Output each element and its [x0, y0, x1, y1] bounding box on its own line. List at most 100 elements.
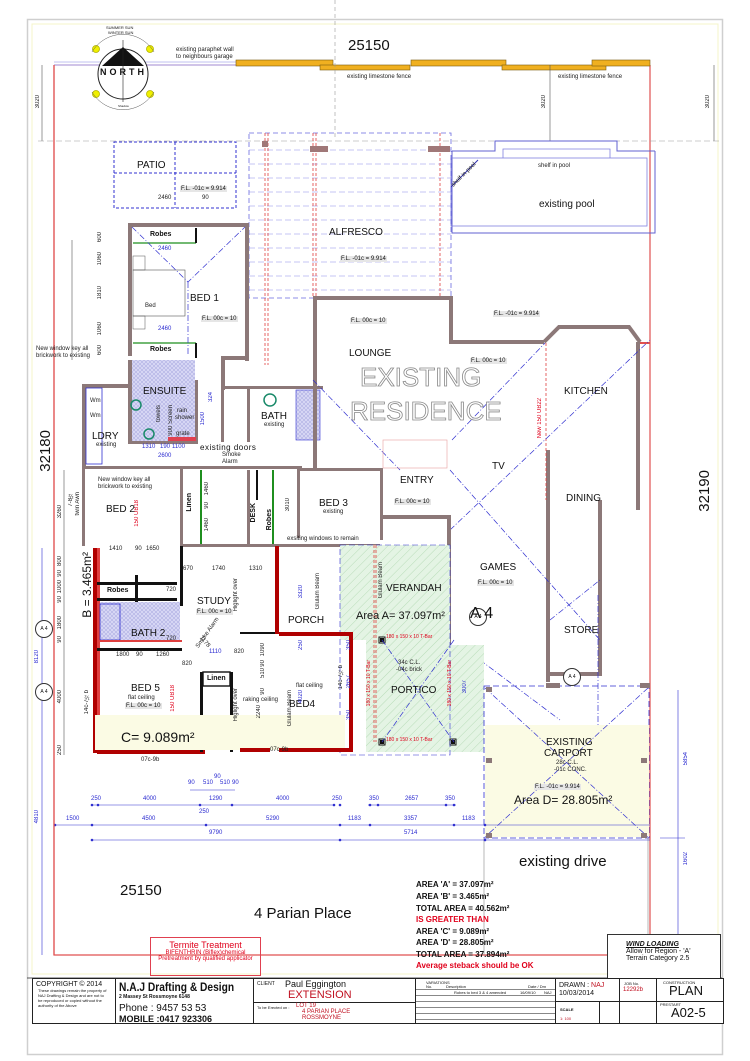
- dim-porch-3320: 3320: [298, 585, 304, 599]
- room-tv: TV: [492, 461, 505, 472]
- variation-1-desc: Robes to bed 3 & 4 amended: [454, 990, 507, 995]
- wind-line2: Terrain Category 2.5: [626, 955, 690, 962]
- dim-bed5-4000: 4000: [57, 690, 63, 704]
- robes-bottom-label: Robes: [150, 346, 172, 353]
- new-window-note-1a: New window key all: [36, 346, 89, 352]
- bed-furniture-label: Bed: [145, 303, 156, 309]
- room-ensuite: ENSUITE: [143, 386, 187, 397]
- tbar-top: 180 x 150 x 10 T-Bar: [386, 634, 433, 640]
- fl-games: F.L. 00c = 10: [477, 580, 514, 586]
- fence-note-right: existing limestone fence: [558, 74, 623, 80]
- section-marker-2[interactable]: A 4: [35, 683, 53, 701]
- dim-left-1800: 1800: [57, 616, 63, 630]
- tbar-right: 180 x 150 x 10 T-Bar: [447, 660, 453, 707]
- bottom-boundary-dimension: 25150: [120, 882, 162, 899]
- robes-bed3-label: Robes: [266, 509, 273, 531]
- dim-bed4-90a: 90: [260, 660, 266, 667]
- linen-label-1: Linen: [186, 493, 193, 512]
- front-dim-4000a: 4000: [143, 796, 157, 802]
- twin-awn-label-2: twin Awn: [75, 492, 81, 516]
- plan-label: PLAN: [669, 983, 703, 998]
- front-dim-1183a: 1183: [348, 816, 361, 822]
- drawing-date: 10/03/2014: [559, 990, 595, 997]
- existing-doors-note: existing doors: [200, 443, 257, 452]
- dim-ensuite-190: 190: [160, 444, 171, 450]
- variations-cell: VARIATIONS No. Description Date / Drn Ro…: [416, 979, 556, 1023]
- section-marker-3[interactable]: A 4: [469, 608, 487, 626]
- existing-drive-label: existing drive: [519, 853, 607, 870]
- dim-bed1-1810: 1810: [97, 286, 103, 300]
- wm-label-2: Wm: [90, 413, 101, 419]
- front-setback-left: 4810: [34, 810, 40, 824]
- dim-bed2-1650: 1650: [146, 546, 160, 552]
- termite-line2: Pretreatment by qualified applicator: [158, 956, 253, 962]
- front-dim-350b: 350: [445, 796, 456, 802]
- area-a-summary: AREA 'A' = 37.097m²: [416, 880, 494, 889]
- dim-bed5-1260: 1260: [156, 652, 170, 658]
- erected-label: To be Erected on :: [257, 1005, 290, 1010]
- fl-pool-area: F.L. -01c = 9.914: [493, 311, 540, 317]
- existing-windows-note: exsiting windows to remain: [287, 536, 359, 542]
- fl-patio: F.L. -01c = 9.914: [180, 186, 227, 192]
- window-14c-1: 14c-7½b: [84, 690, 90, 715]
- room-alfresco: ALFRESCO: [329, 227, 383, 238]
- rain-shower-1: rain: [177, 408, 188, 414]
- grate-label: grate: [176, 431, 190, 437]
- front-setback-right-1: 5854: [683, 752, 689, 766]
- glulam-beam-1: Glulam Beam: [315, 573, 321, 610]
- job-number: 12292b: [623, 987, 644, 993]
- dim-ensuite-1100: 1100: [172, 444, 185, 450]
- right-boundary-dimension: 32190: [696, 470, 713, 512]
- room-pool: existing pool: [539, 199, 595, 210]
- wind-line1: Allow for Region - 'A': [626, 948, 691, 955]
- front-dim-1183b: 1183: [462, 816, 475, 822]
- area-d-summary: AREA 'D' = 28.805m²: [416, 938, 494, 947]
- desk-label: DESK: [250, 503, 257, 523]
- sheet-number: A02-5: [671, 1005, 706, 1020]
- dim-bed2-3260: 3260: [57, 505, 63, 519]
- wind-title: WIND LOADING: [626, 941, 679, 948]
- rain-shower-2: shower: [175, 415, 195, 421]
- fl-bed1: F.L. 00c = 10: [201, 316, 238, 322]
- robes-bath2-label: Robes: [107, 587, 129, 594]
- room-bed5: BED 5: [131, 683, 160, 694]
- section-marker-1[interactable]: A 4: [35, 620, 53, 638]
- wind-loading-box: WIND LOADING Allow for Region - 'A' Terr…: [607, 934, 721, 980]
- new-window-note-2b: brickwork to existing: [98, 484, 153, 490]
- glulam-beam-2: Glulam Beam: [378, 562, 384, 599]
- dim-left-90a: 90: [57, 570, 63, 577]
- dim-bed2-90: 90: [135, 546, 142, 552]
- dim-bed1-600b: 600: [97, 345, 103, 356]
- copyright-text-2: NAJ Drafting & Design and are not to: [38, 993, 104, 998]
- title-block: COPYRIGHT © 2014 These drawings remain t…: [32, 978, 724, 1024]
- front-dim-4000b: 4000: [276, 796, 290, 802]
- dim-bed1-robes: 2460: [158, 246, 172, 252]
- construction-cell: CONSTRUCTION PLAN PRESTART A02-5: [657, 979, 723, 1023]
- front-dim-90c: 90: [232, 780, 239, 786]
- top-boundary-dimension: 25150: [348, 37, 390, 54]
- summer-sun-label: SUMMER SUN: [106, 25, 134, 30]
- left-boundary-dimension: 32180: [37, 430, 54, 472]
- wm-label-1: Wm: [90, 398, 101, 404]
- bed4-flat-ceiling: flat ceiling: [296, 683, 323, 689]
- parapet-wall-note-2: to neighbours garage: [176, 54, 233, 60]
- dim-bed4-1090: 1090: [260, 643, 266, 657]
- dim-portico-350a: 350: [346, 640, 352, 651]
- new-window-note-2a: New window key all: [98, 477, 151, 483]
- dim-bed3-3010: 3010: [285, 498, 291, 512]
- client-cell: CLIENT Paul Eggington EXTENSION To be Er…: [254, 979, 416, 1023]
- raking-ceiling: raking ceiling: [243, 697, 279, 703]
- dim-bed4-510: 510: [260, 668, 266, 679]
- termite-treatment-box: Termite Treatment BIFENTHRIN (Biflex)che…: [150, 937, 261, 976]
- dim-ensuite-1310: 1310: [142, 444, 156, 450]
- room-ldry: LDRY: [92, 431, 119, 442]
- dim-patio-2460: 2460: [158, 195, 172, 201]
- section-marker-4[interactable]: A 4: [563, 668, 581, 686]
- front-dim-5290: 5290: [266, 816, 280, 822]
- total-cd-summary: TOTAL AREA = 37.894m²: [416, 950, 510, 959]
- room-verandah: VERANDAH: [386, 583, 442, 594]
- twin-awn-label-1: 7-8½: [68, 492, 74, 507]
- linen-label-2: Linen: [207, 675, 226, 682]
- dim-left-1000: 1000: [57, 580, 63, 594]
